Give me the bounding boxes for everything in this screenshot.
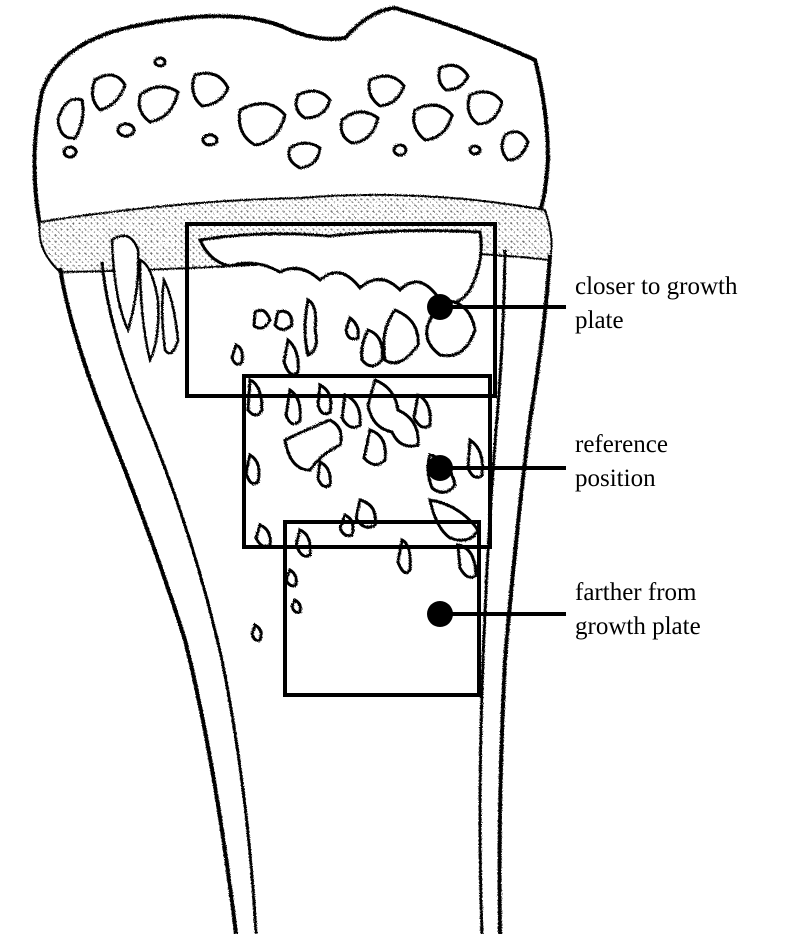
label-reference-line-1: reference (575, 428, 668, 462)
shaft-outline (60, 250, 550, 934)
label-farther-line-2: growth plate (575, 610, 701, 644)
label-reference: reference position (575, 428, 668, 496)
label-closer: closer to growth plate (575, 270, 737, 338)
label-farther: farther from growth plate (575, 576, 701, 644)
epiphysis (34, 8, 548, 225)
label-closer-line-1: closer to growth (575, 270, 737, 304)
label-closer-line-2: plate (575, 304, 737, 338)
label-farther-line-1: farther from (575, 576, 701, 610)
label-reference-line-2: position (575, 462, 668, 496)
